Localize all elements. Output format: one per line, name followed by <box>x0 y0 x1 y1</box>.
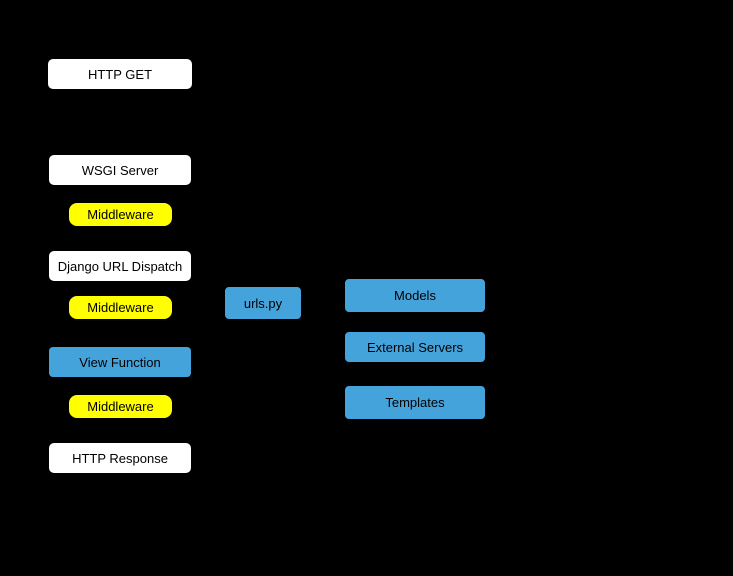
node-urls-py: urls.py <box>224 286 302 320</box>
node-http-response: HTTP Response <box>48 442 192 474</box>
node-external-servers: External Servers <box>344 331 486 363</box>
node-templates: Templates <box>344 385 486 420</box>
node-django-url-dispatch: Django URL Dispatch <box>48 250 192 282</box>
node-middleware-mid: Middleware <box>68 295 173 320</box>
node-http-get: HTTP GET <box>47 58 193 90</box>
node-view-function: View Function <box>48 346 192 378</box>
node-wsgi-server: WSGI Server <box>48 154 192 186</box>
node-middleware-bottom: Middleware <box>68 394 173 419</box>
node-middleware-top: Middleware <box>68 202 173 227</box>
node-models: Models <box>344 278 486 313</box>
